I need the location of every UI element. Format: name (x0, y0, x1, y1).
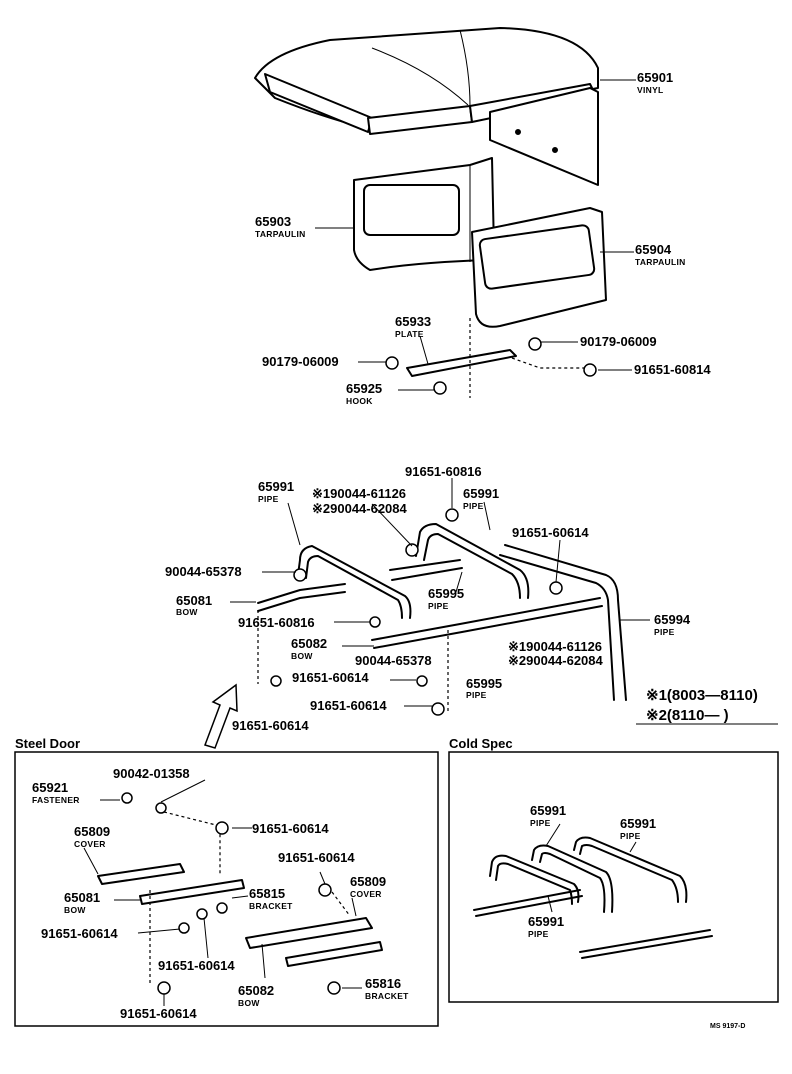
sd-label-65809-a-num: 65809 (74, 824, 110, 839)
label-65081-name: BOW (176, 607, 198, 617)
sd-label-91651-60614-b: 91651-60614 (278, 850, 355, 865)
sd-label-65081-num: 65081 (64, 890, 100, 905)
sd-label-91651-60614-c: 91651-60614 (41, 926, 118, 941)
label-65904-num: 65904 (635, 242, 672, 257)
label-65994-num: 65994 (654, 612, 691, 627)
label-65901-num: 65901 (637, 70, 673, 85)
sd-label-65809-b-num: 65809 (350, 874, 386, 889)
sd-label-65921-name: FASTENER (32, 795, 80, 805)
label-65995-a-num: 65995 (428, 586, 464, 601)
label-65995-a-name: PIPE (428, 601, 449, 611)
label-65925-name: HOOK (346, 396, 373, 406)
sd-label-65816-name: BRACKET (365, 991, 409, 1001)
sd-label-65809-a-name: COVER (74, 839, 106, 849)
label-90179-06009-right: 90179-06009 (580, 334, 657, 349)
label-65991-left-name: PIPE (258, 494, 279, 504)
sd-label-65815-name: BRACKET (249, 901, 293, 911)
label-ref2-mid: ※290044-62084 (508, 653, 604, 668)
sd-label-65816-num: 65816 (365, 976, 401, 991)
label-65903-name: TARPAULIN (255, 229, 306, 239)
cs-label-65991-a-num: 65991 (530, 803, 566, 818)
label-91651-60614-a: 91651-60614 (512, 525, 589, 540)
cs-label-65991-b-num: 65991 (620, 816, 656, 831)
label-65933-num: 65933 (395, 314, 431, 329)
label-91651-60816-mid: 91651-60816 (238, 615, 315, 630)
label-91651-60814-top: 91651-60814 (634, 362, 711, 377)
label-65903-num: 65903 (255, 214, 291, 229)
footnote-2: ※2(8110— ) (646, 707, 729, 724)
tarpaulin-left-illustration (353, 157, 495, 271)
pointer-arrow (204, 683, 238, 749)
cs-label-65991-a-name: PIPE (530, 818, 551, 828)
tarpaulin-right-illustration (471, 207, 607, 328)
label-ref2-top: ※290044-62084 (312, 501, 408, 516)
label-65994-name: PIPE (654, 627, 675, 637)
label-91651-60614-b: 91651-60614 (292, 670, 369, 685)
cold-spec-title: Cold Spec (449, 736, 513, 751)
cs-label-65991-c-name: PIPE (528, 929, 549, 939)
label-65933-name: PLATE (395, 329, 424, 339)
label-91651-60614-d: 91651-60614 (232, 718, 309, 733)
label-ref1-mid: ※190044-61126 (508, 639, 602, 654)
label-90044-65378-a: 90044-65378 (165, 564, 242, 579)
label-65991-right-num: 65991 (463, 486, 499, 501)
label-91651-60614-c: 91651-60614 (310, 698, 387, 713)
cold-spec-labels: 65991 PIPE 65991 PIPE 65991 PIPE (528, 803, 656, 939)
sd-label-65815-num: 65815 (249, 886, 285, 901)
label-65991-left-num: 65991 (258, 479, 294, 494)
sd-label-65921-num: 65921 (32, 780, 68, 795)
sd-label-91651-60614-d: 91651-60614 (158, 958, 235, 973)
label-65991-right-name: PIPE (463, 501, 484, 511)
label-65082-num: 65082 (291, 636, 327, 651)
label-65995-b-name: PIPE (466, 690, 487, 700)
label-65081-num: 65081 (176, 593, 212, 608)
steel-door-labels: 65921 FASTENER 90042-01358 65809 COVER 9… (32, 766, 409, 1021)
sd-label-91651-60614-e: 91651-60614 (120, 1006, 197, 1021)
leader-lines (230, 79, 650, 707)
label-65901-name: VINYL (637, 85, 664, 95)
sd-label-65081-name: BOW (64, 905, 86, 915)
steel-door-title: Steel Door (15, 736, 80, 751)
vinyl-top-illustration (254, 27, 599, 186)
cold-spec-panel: Cold Spec (448, 736, 779, 1003)
footnote-1: ※1(8003—8110) (646, 687, 758, 704)
part-labels: 65901 VINYL 65903 TARPAULIN 65904 TARPAU… (165, 70, 758, 733)
cs-label-65991-b-name: PIPE (620, 831, 641, 841)
bow-pipe-assembly-illustration (257, 508, 627, 716)
steel-door-panel: Steel Door (14, 736, 439, 1027)
label-65904-name: TARPAULIN (635, 257, 686, 267)
label-ref1-top: ※190044-61126 (312, 486, 406, 501)
label-65082-name: BOW (291, 651, 313, 661)
label-90179-06009-left: 90179-06009 (262, 354, 339, 369)
sd-label-91651-60614-a: 91651-60614 (252, 821, 329, 836)
sd-label-65809-b-name: COVER (350, 889, 382, 899)
label-65995-b-num: 65995 (466, 676, 502, 691)
label-65925-num: 65925 (346, 381, 382, 396)
figure-code: MS 9197-D (710, 1023, 745, 1030)
plate-hook-illustration (385, 318, 597, 398)
label-91651-60816-top: 91651-60816 (405, 464, 482, 479)
sd-label-90042-01358: 90042-01358 (113, 766, 190, 781)
sd-label-65082-num: 65082 (238, 983, 274, 998)
sd-label-65082-name: BOW (238, 998, 260, 1008)
label-90044-65378-b: 90044-65378 (355, 653, 432, 668)
cs-label-65991-c-num: 65991 (528, 914, 564, 929)
